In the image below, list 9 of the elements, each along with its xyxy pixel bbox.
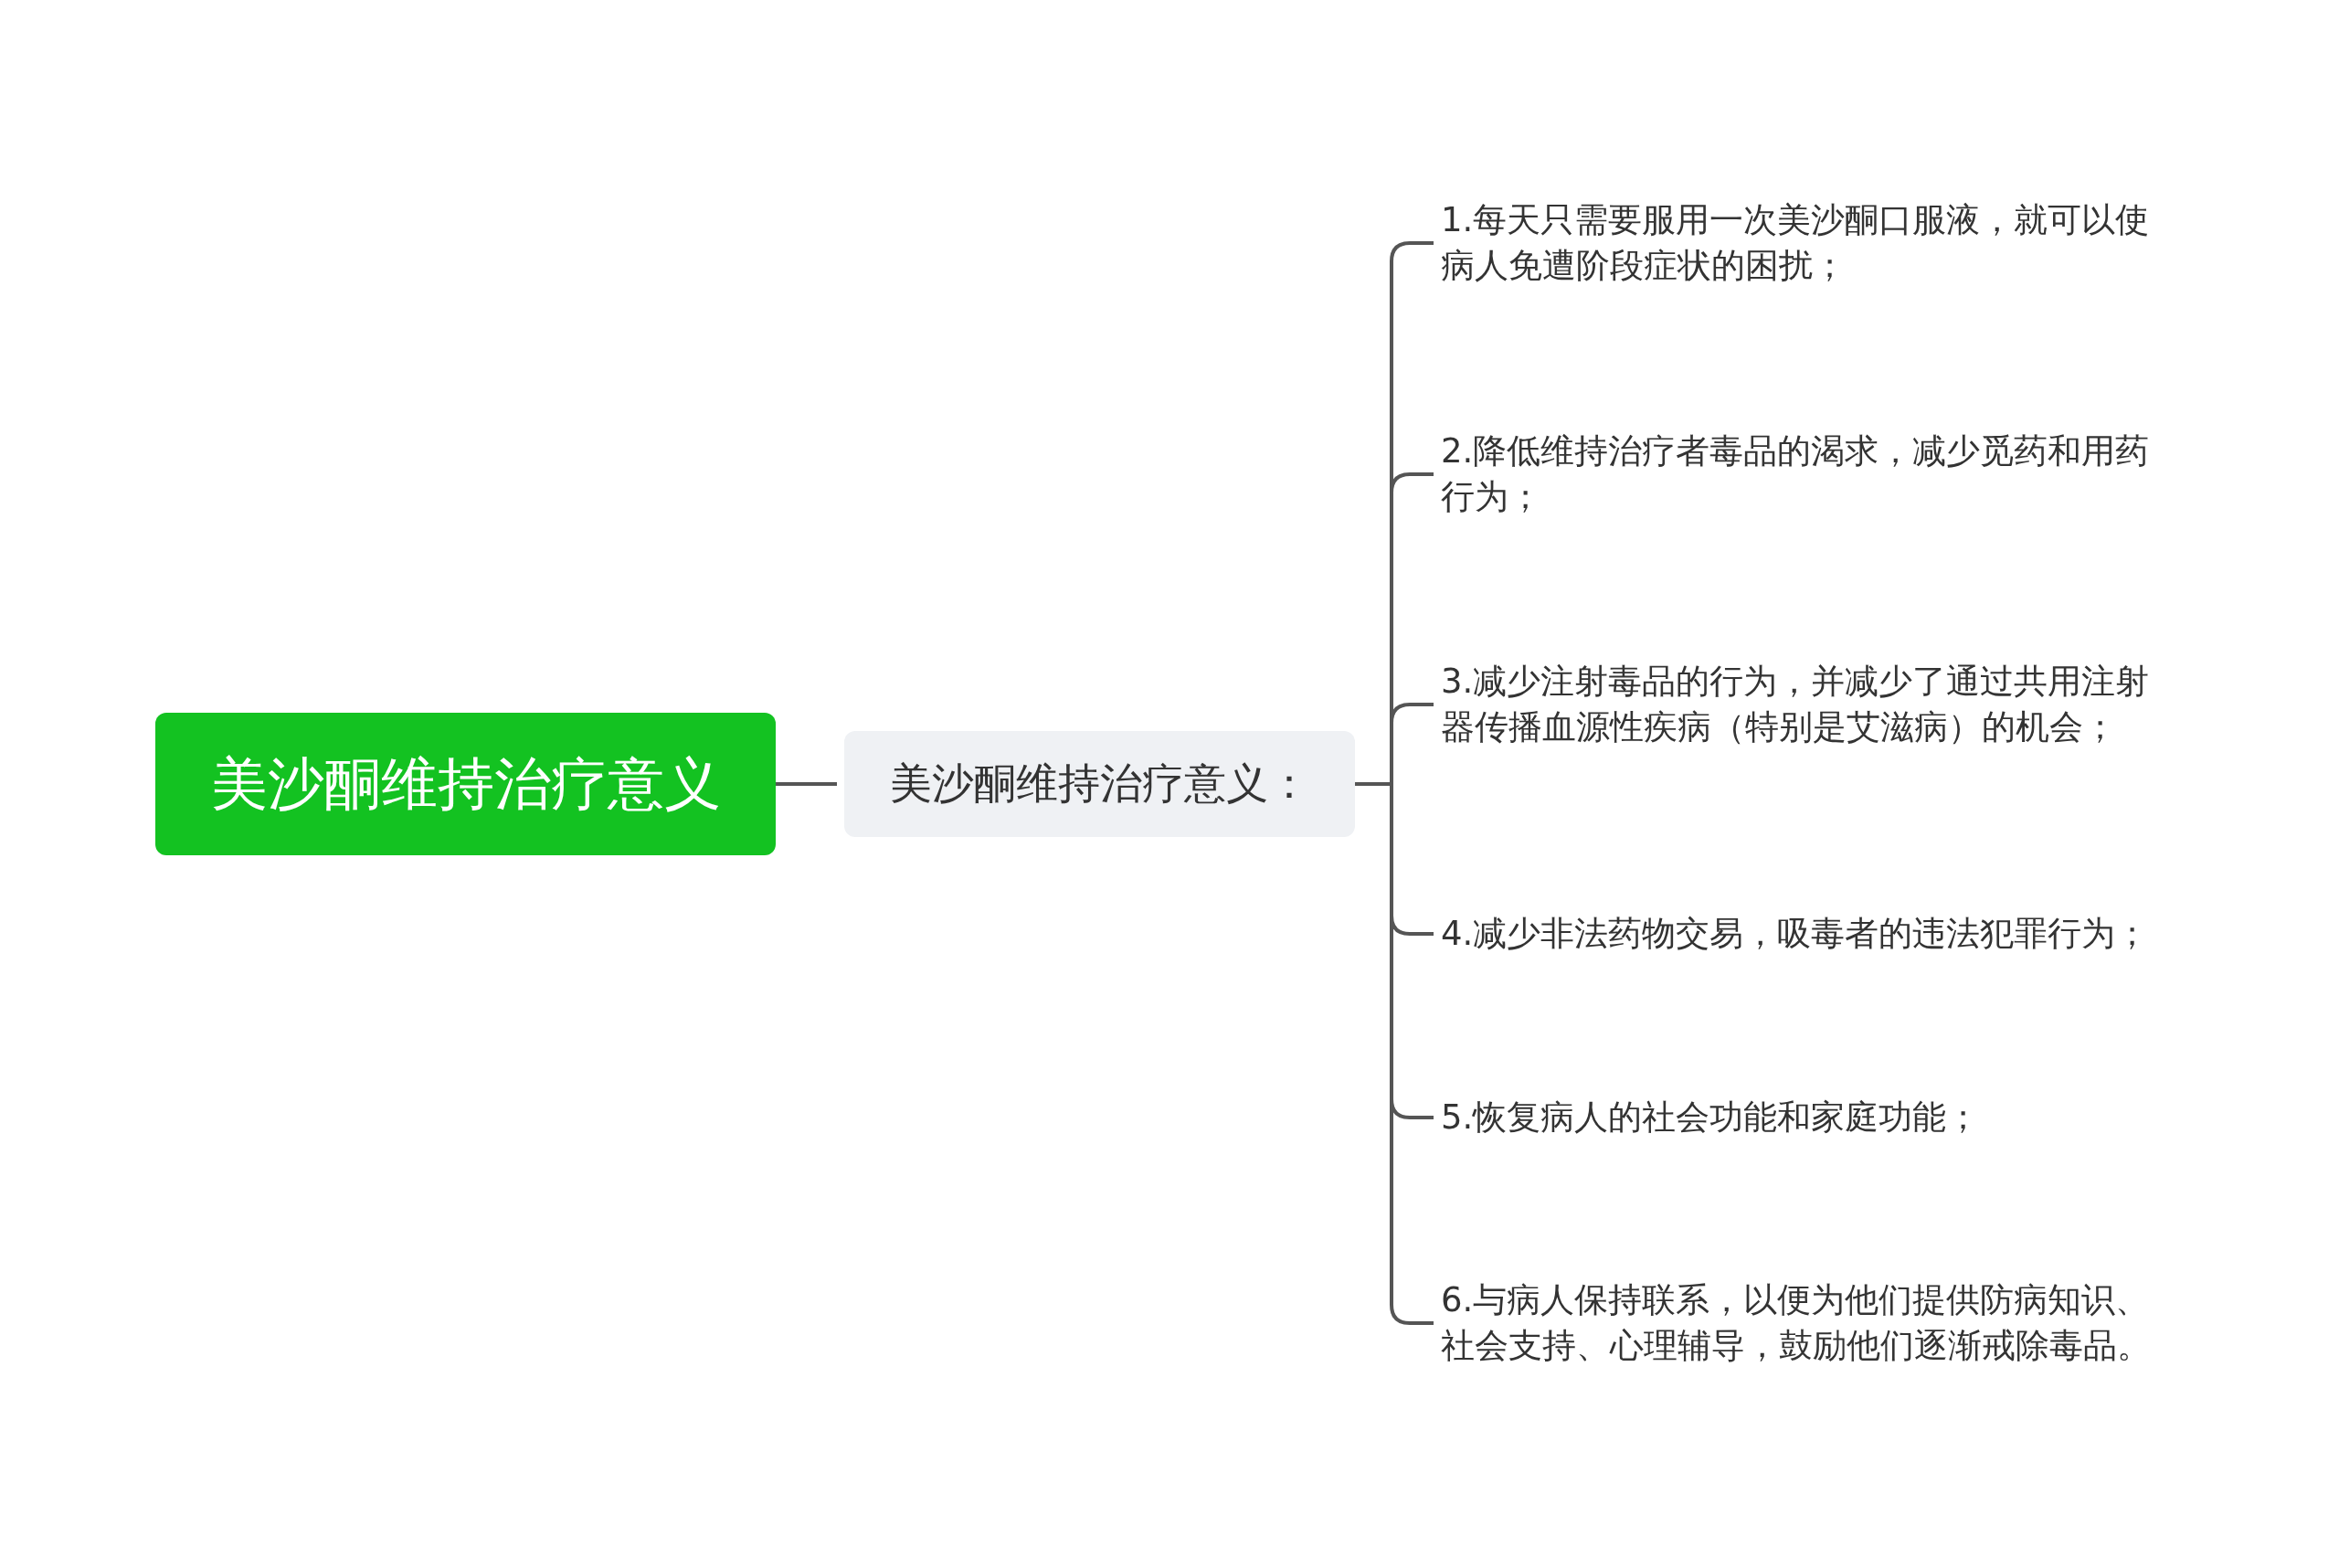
topic-box: 美沙酮维持治疗意义 (155, 713, 776, 855)
subtopic-box: 美沙酮维持治疗意义： (844, 731, 1355, 837)
branch-text: 2.降低维持治疗者毒品的渴求，减少觅药和用药行为； (1441, 429, 2172, 520)
branch-text: 4.减少非法药物交易，吸毒者的违法犯罪行为； (1441, 911, 2172, 957)
branch-text: 6.与病人保持联系，以便为他们提供防病知识、社会支持、心理辅导，鼓励他们逐渐戒除毒品。 (1441, 1277, 2172, 1369)
branch-text: 1.每天只需要服用一次美沙酮口服液，就可以使病人免遭阶段症状的困扰； (1441, 197, 2172, 289)
branch-text: 3.减少注射毒品的行为，并减少了通过共用注射器传播血源性疾病（特别是艾滋病）的机会； (1441, 659, 2172, 750)
branch-text: 5.恢复病人的社会功能和家庭功能； (1441, 1095, 2172, 1140)
connector-line (776, 782, 837, 786)
